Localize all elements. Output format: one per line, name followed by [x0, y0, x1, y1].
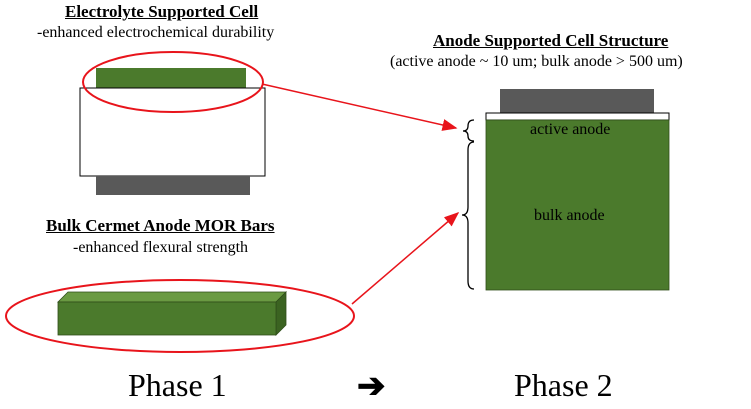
mor-bar-top [57, 291, 287, 303]
active-anode-brace [462, 119, 475, 142]
electrolyte-body [79, 87, 266, 177]
transition-arrow-icon: ➔ [357, 368, 386, 405]
anode-cell-electrolyte-layer [485, 112, 670, 121]
electrolyte-cell-subtitle: -enhanced electrochemical durability [37, 24, 275, 41]
arrow-to-active-anode [261, 83, 458, 131]
electrolyte-cell-title: Electrolyte Supported Cell [65, 2, 259, 21]
bulk-anode-brace [461, 141, 475, 290]
electrolyte-highlight-ellipse [82, 51, 264, 113]
mor-bar-front [57, 301, 277, 336]
mor-bars-title: Bulk Cermet Anode MOR Bars [46, 216, 275, 235]
anode-cell-title: Anode Supported Cell Structure [433, 31, 669, 50]
active-anode-label: active anode [530, 121, 611, 138]
bulk-anode-label: bulk anode [534, 207, 605, 224]
phase-2-label: Phase 2 [514, 367, 613, 403]
phase-1-label: Phase 1 [128, 367, 227, 403]
anode-cell-subtitle: (active anode ~ 10 um; bulk anode > 500 … [390, 53, 683, 70]
mor-bar-highlight-ellipse [5, 279, 355, 353]
anode-cell-anode-body [485, 119, 670, 291]
mor-bars-subtitle: -enhanced flexural strength [73, 239, 249, 256]
arrow-to-bulk-anode [351, 212, 460, 305]
electrolyte-anode-layer [96, 176, 250, 195]
electrolyte-cathode-layer [96, 68, 246, 90]
anode-cell-cathode-layer [500, 89, 654, 113]
